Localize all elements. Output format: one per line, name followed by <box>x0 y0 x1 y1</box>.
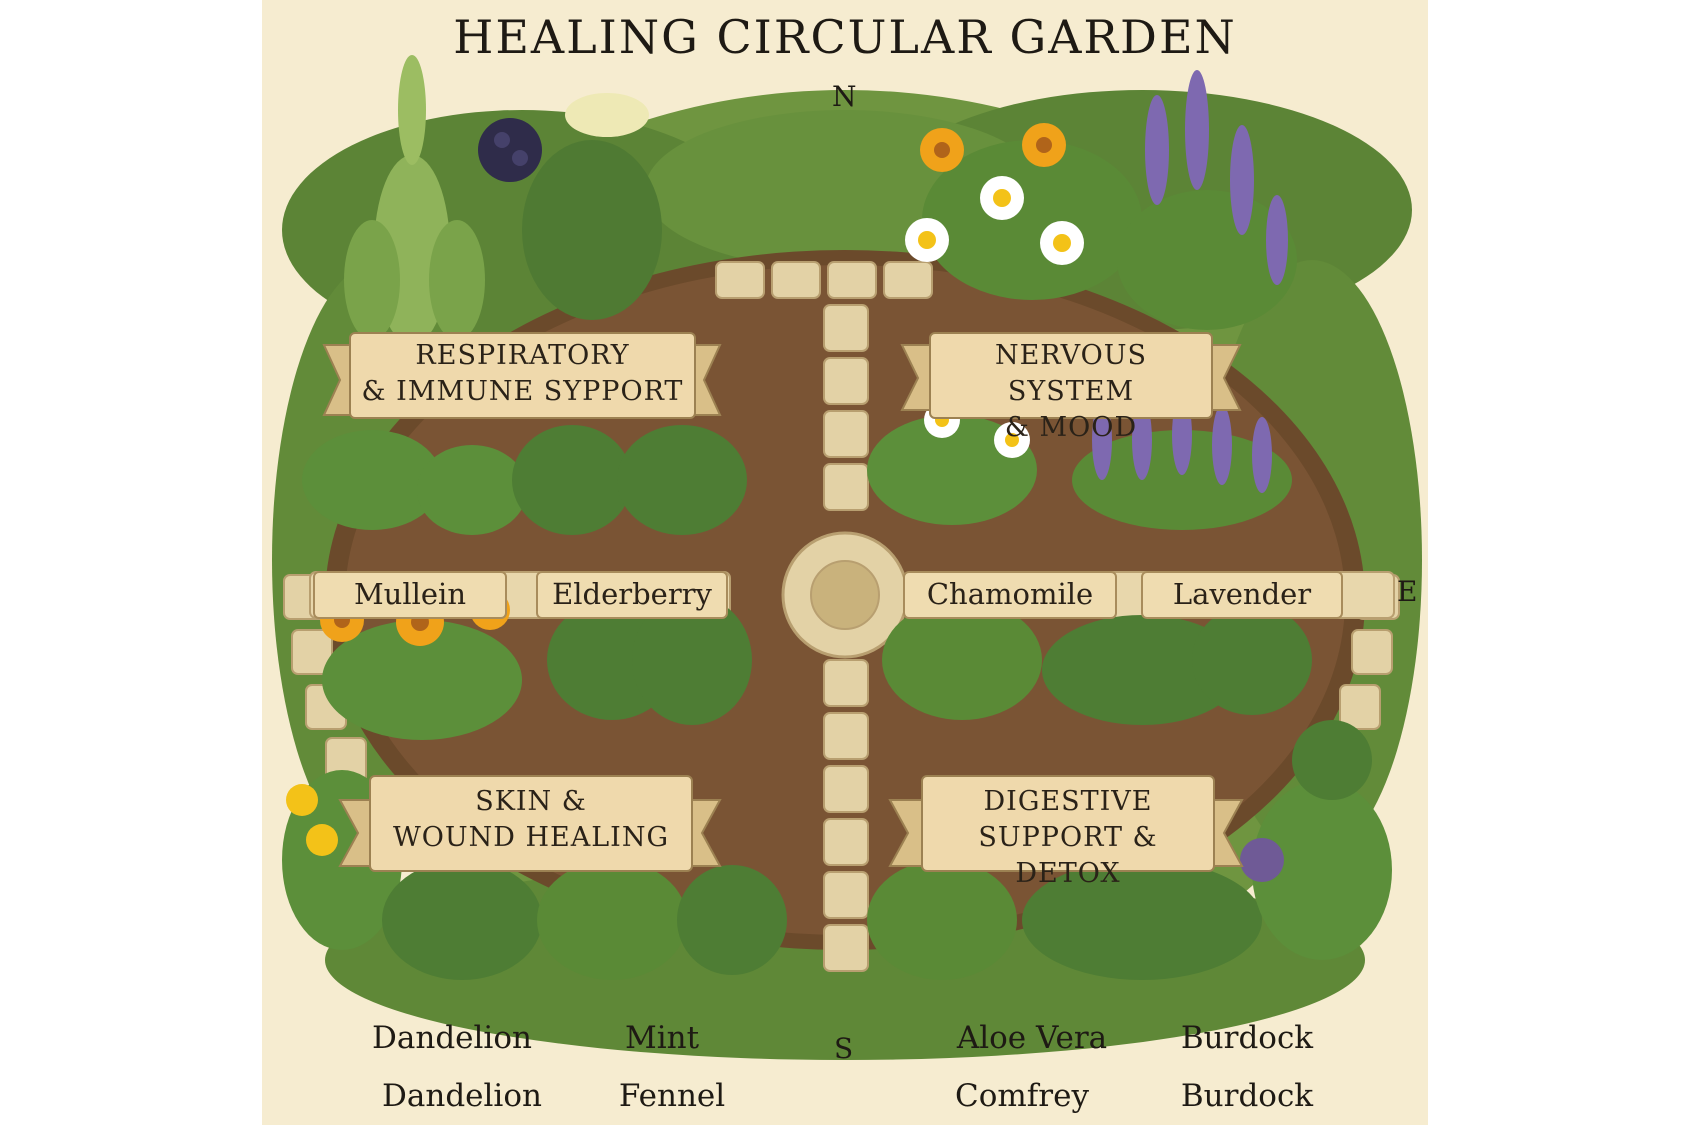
section-respiratory: RESPIRATORY & IMMUNE SYPPORT <box>350 338 695 410</box>
section-nervous-line2: & MOOD <box>1004 412 1138 443</box>
bottom-label-row1: Aloe Vera <box>956 1020 1108 1056</box>
banner-nervous <box>900 332 1242 419</box>
garden-artwork <box>272 55 1422 1060</box>
section-respiratory-line1: RESPIRATORY <box>415 340 630 371</box>
label-plaques <box>313 571 1343 619</box>
section-digestive: DIGESTIVE SUPPORT & DETOX <box>922 784 1214 892</box>
bottom-label-row1: Burdock <box>1180 1020 1314 1056</box>
compass-north: N <box>832 80 857 113</box>
banner-skin <box>338 775 722 872</box>
section-skin: SKIN & WOUND HEALING <box>370 784 692 856</box>
north-south-path <box>715 261 933 972</box>
plant-label-lavender: Lavender <box>1172 577 1312 611</box>
bottom-label-row2: Fennel <box>618 1078 726 1114</box>
sw-bed-plants <box>320 590 752 740</box>
compass-south: S <box>834 1032 854 1065</box>
mullein-plant <box>344 55 485 345</box>
section-skin-line2: WOUND HEALING <box>392 822 670 853</box>
plant-label-mullein: Mullein <box>353 577 467 611</box>
elderberry-plant <box>478 93 662 320</box>
calendula-flowers-ne <box>905 123 1142 300</box>
section-digestive-line2: SUPPORT & DETOX <box>978 822 1158 889</box>
section-nervous: NERVOUS SYSTEM & MOOD <box>930 338 1212 446</box>
bottom-label-row2: Dandelion <box>382 1078 542 1114</box>
se-bed-plants <box>882 600 1312 725</box>
garden-illustration: HEALING CIRCULAR GARDEN N E S RESPIRATOR… <box>262 0 1428 1125</box>
compass-east: E <box>1397 575 1418 608</box>
plant-label-chamomile: Chamomile <box>926 577 1094 611</box>
plant-label-elderberry: Elderberry <box>552 577 712 611</box>
bottom-label-row1: Dandelion <box>372 1020 532 1056</box>
section-digestive-line1: DIGESTIVE <box>983 786 1153 817</box>
nw-bed-plants <box>302 425 747 535</box>
banner-respiratory <box>322 332 722 419</box>
banner-digestive <box>888 775 1244 872</box>
page-title: HEALING CIRCULAR GARDEN <box>453 10 1237 64</box>
bottom-label-row1: Mint <box>624 1020 700 1056</box>
bottom-label-row2: Comfrey <box>955 1078 1089 1114</box>
bottom-label-row2: Burdock <box>1180 1078 1314 1114</box>
section-respiratory-line2: & IMMUNE SYPPORT <box>361 376 684 407</box>
lavender-plant-ne <box>1117 70 1297 330</box>
section-skin-line1: SKIN & <box>475 786 587 817</box>
section-nervous-line1: NERVOUS SYSTEM <box>994 340 1148 407</box>
center-stone-circle <box>781 531 909 659</box>
